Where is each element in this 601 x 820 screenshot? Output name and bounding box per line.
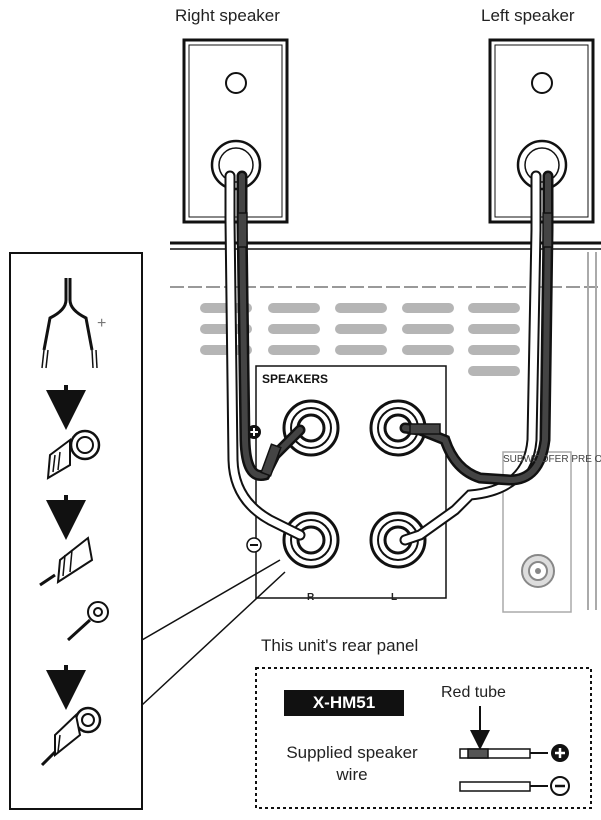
terminal-l-plus — [369, 399, 427, 457]
terminal-insert-icon — [39, 536, 109, 642]
supplied-wire-label: Supplied speaker wire — [286, 743, 418, 784]
channel-l-label: L — [391, 592, 398, 603]
model-badge: X-HM51 — [284, 690, 404, 716]
rear-panel-label: This unit's rear panel — [261, 636, 419, 655]
minus-circle-icon — [246, 537, 262, 553]
plus-circle-icon — [247, 425, 261, 439]
stripped-wire-icon — [41, 278, 98, 369]
red-tube-label: Red tube — [441, 684, 506, 701]
unit-right-edge — [587, 252, 597, 610]
left-speaker-label: Left speaker — [481, 6, 575, 25]
channel-r-label: R — [307, 592, 315, 603]
subwoofer-preout-jack — [502, 451, 572, 613]
subwoofer-preout-label: SUBWOOFER PRE OUT — [503, 454, 601, 465]
plus-sign-label: + — [97, 315, 107, 332]
terminal-r-minus — [282, 511, 340, 569]
right-speaker-wire — [224, 170, 306, 541]
plus-circle-icon — [551, 744, 569, 762]
speakers-panel-label: SPEAKERS — [262, 372, 329, 386]
supplied-wire-legend — [255, 667, 592, 809]
terminal-tightened-icon — [40, 706, 102, 767]
terminal-knob-icon — [46, 429, 101, 480]
minus-circle-icon — [550, 776, 570, 796]
terminal-l-minus — [369, 511, 427, 569]
right-speaker-label: Right speaker — [175, 6, 280, 25]
left-speaker-wire — [399, 170, 554, 546]
callout-lines — [141, 559, 286, 706]
speakers-terminal-panel — [255, 365, 447, 599]
terminal-r-plus — [282, 399, 340, 457]
